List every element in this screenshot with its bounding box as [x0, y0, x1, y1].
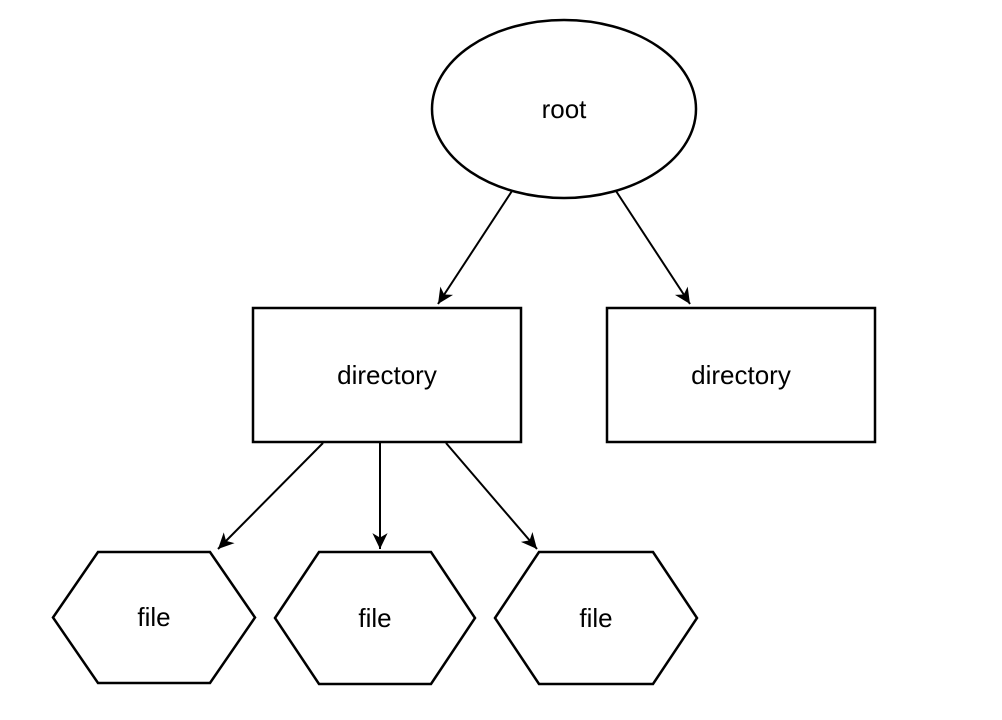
node-file-1: file — [51, 550, 257, 685]
root-label: root — [542, 94, 588, 124]
directory-right-label: directory — [691, 360, 791, 390]
edge-layer — [217, 190, 691, 550]
file-1-hexagon-shape — [51, 550, 257, 685]
node-file-2: file — [273, 550, 477, 686]
file-1-label: file — [137, 602, 170, 632]
node-directory-right: directory — [605, 306, 877, 444]
edge-directory-left-to-file-1 — [217, 442, 324, 550]
node-directory-left: directory — [251, 306, 523, 444]
node-file-3: file — [493, 550, 699, 686]
file-3-hexagon-shape — [493, 550, 699, 686]
directory-left-rect-shape — [251, 306, 523, 444]
edge-directory-left-to-file-3 — [445, 442, 538, 550]
directory-right-rect-shape — [605, 306, 877, 444]
file-2-label: file — [358, 603, 391, 633]
edge-root-to-directory-right — [615, 190, 691, 305]
edge-root-to-directory-left — [437, 190, 513, 305]
file-2-hexagon-shape — [273, 550, 477, 686]
file-3-label: file — [579, 603, 612, 633]
node-root: root — [430, 18, 698, 200]
directory-left-label: directory — [337, 360, 437, 390]
root-ellipse-shape — [430, 18, 698, 200]
